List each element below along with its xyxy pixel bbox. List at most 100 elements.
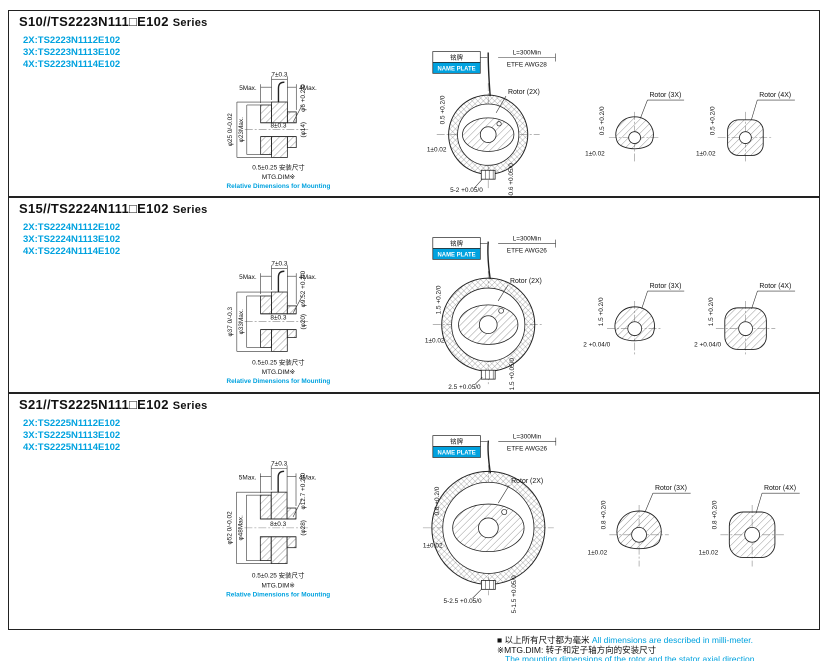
series-title: S15//TS2224N111□E102 xyxy=(19,201,169,216)
name-plate-cn: 铭牌 xyxy=(450,437,463,446)
side-section-view xyxy=(260,81,297,158)
footer-line-1: ■ 以上所有尺寸都为毫米 All dimensions are describe… xyxy=(497,635,757,646)
dim-label: 7±0.3 xyxy=(271,71,287,78)
dim-label: (φ14) xyxy=(300,122,307,138)
dimension-lines xyxy=(236,465,303,564)
part-number: 3X:TS2224N1113E102 xyxy=(23,234,121,245)
part-number-list: 2X:TS2223N1112E102 3X:TS2223N1113E102 4X… xyxy=(23,35,120,71)
mtg-note: Relative Dimensions for Mounting xyxy=(226,591,330,598)
footer-line-2: ※MTG.DIM: 转子和定子轴方向的安装尺寸 xyxy=(497,644,657,655)
side-section-view xyxy=(260,270,297,352)
terminal-block xyxy=(481,580,496,590)
rotor-label: Rotor (2X) xyxy=(510,278,542,285)
dim-label: 1±0.02 xyxy=(696,150,716,157)
dim-label: 0.8 +0.2/0 xyxy=(711,500,718,529)
shaft-hole xyxy=(479,126,497,143)
dim-label: (φ20) xyxy=(300,314,307,330)
lead-length-label: L=300Min xyxy=(513,434,542,441)
lead-wire xyxy=(487,52,491,97)
part-number: 2X:TS2223N1112E102 xyxy=(23,35,121,46)
dim-label: 2 +0.04/0 xyxy=(694,341,721,348)
dim-label: 5-2.5 +0.05/0 xyxy=(444,598,483,605)
dim-label: φ52 0/-0.02 xyxy=(227,511,234,545)
mtg-label: MTG.DIM※ xyxy=(262,369,295,376)
dim-label: 1.5 +0.2/0 xyxy=(708,297,715,326)
series-suffix: Series xyxy=(172,17,208,29)
dim-label: 1±0.02 xyxy=(423,543,443,550)
name-plate-en: NAME PLATE xyxy=(438,66,476,72)
dim-label: 1.5 +0.2/0 xyxy=(598,297,605,326)
dim-label: 4Max. xyxy=(299,274,317,281)
wire-spec-label: ETFE AWG28 xyxy=(507,61,548,68)
dim-label: 8±0.3 xyxy=(270,123,286,130)
lead-wire xyxy=(277,270,285,293)
dim-label: 5Max. xyxy=(239,474,257,481)
lead-wire xyxy=(277,470,285,493)
lead-wire xyxy=(487,241,491,280)
lead-wire xyxy=(487,440,492,474)
dim-label: 1±0.02 xyxy=(588,550,608,557)
rotor-3x-view xyxy=(609,505,669,567)
dim-label: 1±0.02 xyxy=(425,338,445,345)
name-plate: 铭牌 NAME PLATE xyxy=(432,237,488,260)
wire-spec-label: ETFE AWG26 xyxy=(507,446,548,453)
mtg-label: MTG.DIM※ xyxy=(262,582,295,589)
footer-dim-note-cn: ■ 以上所有尺寸都为毫米 xyxy=(497,635,592,645)
lead-wire xyxy=(277,81,285,103)
dim-label: 5-0.6 +0.05/0 xyxy=(508,163,515,196)
mtg-label: MTG.DIM※ xyxy=(262,174,295,181)
dim-label: 4Max. xyxy=(299,85,317,92)
part-number: 3X:TS2223N1113E102 xyxy=(23,47,121,58)
series-suffix: Series xyxy=(172,204,208,216)
dim-label: 1±0.02 xyxy=(699,550,719,557)
rotor-label: Rotor (2X) xyxy=(508,89,540,96)
dim-label: 7±0.3 xyxy=(271,260,287,267)
dim-label: 0.8 +0.2/0 xyxy=(600,500,607,529)
terminal-block xyxy=(480,369,496,380)
footer-line-3: The mounting dimensions of the rotor and… xyxy=(505,654,757,661)
series-title: S10//TS2223N111□E102 xyxy=(19,14,169,29)
mtg-note: Relative Dimensions for Mounting xyxy=(227,183,331,190)
dim-label: φ23Max. xyxy=(238,117,245,142)
part-number: 4X:TS2225N1114E102 xyxy=(23,442,121,453)
dim-label: 5Max. xyxy=(239,85,257,92)
rotor-4x-view xyxy=(717,111,774,164)
dim-label: φ12.7 +0.2/0 xyxy=(300,472,307,509)
side-section-view xyxy=(259,470,297,564)
drawing-s10: 5Max. 7±0.3 4Max. 8±0.3 φ25 0/-0.02 φ23M… xyxy=(227,50,795,196)
rotor-label: Rotor (4X) xyxy=(764,485,796,492)
part-number: 2X:TS2225N1112E102 xyxy=(23,418,121,429)
name-plate: 铭牌 NAME PLATE xyxy=(432,435,488,458)
dim-label: 2 +0.04/0 xyxy=(583,341,610,348)
dim-label: 1.5 +0.05/0 xyxy=(509,358,516,391)
part-number-list: 2X:TS2224N1112E102 3X:TS2224N1113E102 4X… xyxy=(23,222,120,258)
name-plate-en: NAME PLATE xyxy=(438,252,476,258)
rotor-label: Rotor (4X) xyxy=(759,283,791,290)
dim-label: 1.5 +0.2/0 xyxy=(436,285,443,314)
dim-label: φ6 +0.2/0 xyxy=(300,84,307,112)
series-title: S21//TS2225N111□E102 xyxy=(19,397,169,412)
dim-label: 5-2 +0.05/0 xyxy=(450,187,483,194)
rotor-3x-view xyxy=(607,300,663,357)
series-suffix: Series xyxy=(172,400,208,412)
dim-label: 8±0.3 xyxy=(270,521,286,528)
dim-label: 8±0.3 xyxy=(270,315,286,322)
footer-notes: ■ 以上所有尺寸都为毫米 All dimensions are describe… xyxy=(497,635,757,661)
dim-label: φ37 0/-0.3 xyxy=(227,307,234,337)
name-plate-en: NAME PLATE xyxy=(438,450,476,456)
drawing-s15: 5Max. 7±0.3 4Max. 8±0.3 φ37 0/-0.3 φ33Ma… xyxy=(226,236,796,391)
dim-label: (φ28) xyxy=(300,520,307,536)
part-number: 3X:TS2225N1113E102 xyxy=(23,430,121,441)
dim-label: φ25 0/-0.02 xyxy=(227,113,234,147)
rotor-3x-view xyxy=(608,111,661,164)
dim-label: φ48Max. xyxy=(237,515,244,540)
front-view-2x xyxy=(436,52,540,190)
rotor-label: Rotor (2X) xyxy=(511,478,543,485)
rotor-4x-view xyxy=(720,505,784,567)
drawing-s21: 5Max. 7±0.3 4Max. 8±0.3 φ52 0/-0.02 φ48M… xyxy=(226,434,800,613)
shaft-hole xyxy=(478,315,498,334)
